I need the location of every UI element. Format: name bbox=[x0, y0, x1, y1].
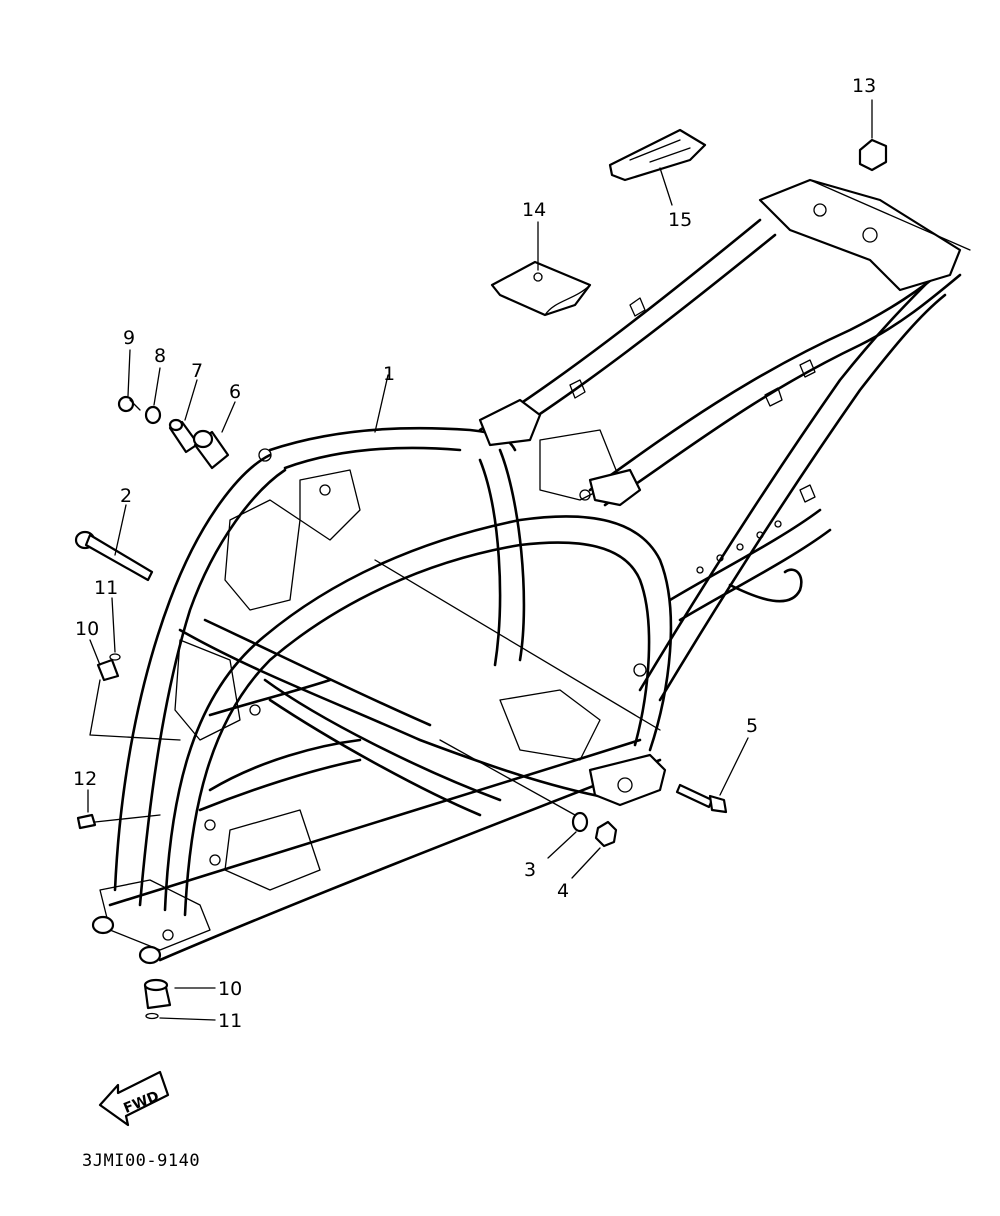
callout-5: 5 bbox=[746, 715, 758, 737]
part-12-fitting bbox=[76, 789, 161, 830]
callout-1: 1 bbox=[383, 363, 395, 385]
part-3-washer bbox=[439, 739, 589, 859]
callout-7: 7 bbox=[191, 360, 203, 382]
part-9-bolt bbox=[117, 395, 141, 413]
callout-15: 15 bbox=[668, 209, 692, 231]
callout-14: 14 bbox=[522, 199, 546, 221]
fwd-arrow-icon: FWD bbox=[98, 1070, 170, 1127]
part-8-washer bbox=[144, 405, 162, 425]
part-15-bracket bbox=[608, 128, 707, 206]
part-7-collar bbox=[168, 418, 200, 454]
callout-4: 4 bbox=[557, 880, 569, 902]
callout-9: 9 bbox=[123, 327, 135, 349]
rear-subframe bbox=[478, 178, 971, 702]
part-13-nut bbox=[858, 99, 888, 172]
callout-12: 12 bbox=[73, 768, 97, 790]
callout-8: 8 bbox=[154, 345, 166, 367]
callout-6: 6 bbox=[229, 381, 241, 403]
part-5-bolt bbox=[675, 737, 749, 814]
part-6-bushing bbox=[192, 429, 230, 470]
callout-10-lower: 10 bbox=[218, 978, 242, 1000]
callout-3: 3 bbox=[524, 859, 536, 881]
main-frame bbox=[91, 426, 673, 965]
drawing-code: 3JMI00-9140 bbox=[82, 1151, 200, 1171]
callout-11-lower: 11 bbox=[218, 1010, 242, 1032]
callout-2: 2 bbox=[120, 485, 132, 507]
callout-11-upper: 11 bbox=[94, 577, 118, 599]
callout-labels: 1 2 3 4 5 6 7 8 9 10 10 11 11 12 13 14 1… bbox=[73, 75, 876, 1032]
part-10-11-lower bbox=[143, 978, 216, 1021]
part-14-plate bbox=[490, 221, 592, 317]
callout-13: 13 bbox=[852, 75, 876, 97]
callout-10-upper: 10 bbox=[75, 618, 99, 640]
part-4-nut bbox=[571, 820, 618, 879]
part-10-11-upper bbox=[89, 597, 181, 741]
part-2-long-bolt bbox=[74, 504, 154, 582]
